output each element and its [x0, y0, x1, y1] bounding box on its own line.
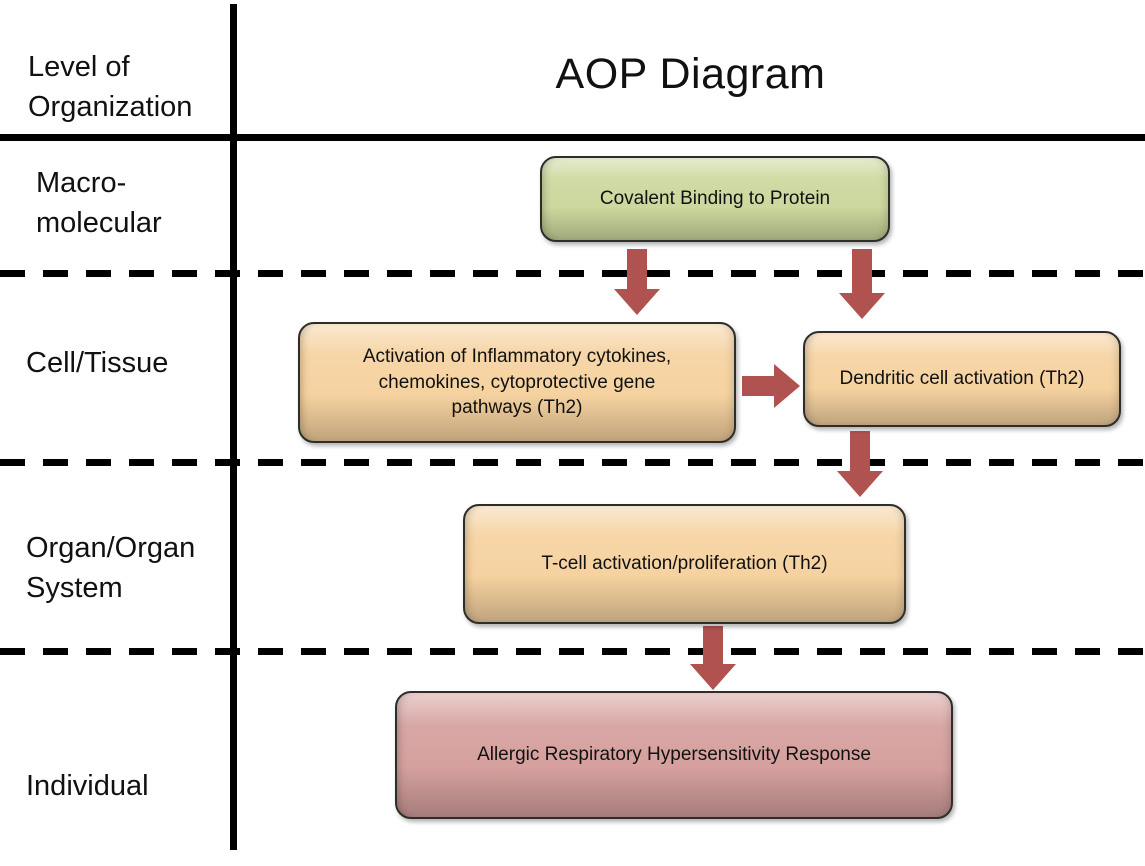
level-column-header: Level of Organization — [28, 51, 193, 124]
level-label-macromolecular: Macro- molecular — [36, 167, 162, 240]
node-inflammatory-cytokines: Activation of Inflammatory cytokines, ch… — [298, 322, 736, 443]
node-dendritic-cell-activation: Dendritic cell activation (Th2) — [803, 331, 1121, 427]
dashed-divider-cell-organ — [0, 459, 1145, 466]
arrow-down-icon — [614, 249, 660, 315]
arrow-down-icon — [839, 249, 885, 319]
vertical-divider — [230, 4, 237, 850]
level-label-organ-system: Organ/Organ System — [26, 532, 196, 605]
page-title: AOP Diagram — [555, 50, 826, 98]
node-covalent-binding: Covalent Binding to Protein — [540, 156, 890, 242]
header-divider — [0, 134, 1145, 141]
level-label-cell-tissue: Cell/Tissue — [26, 347, 169, 379]
dashed-divider-macromolecular-cell — [0, 270, 1145, 277]
node-allergic-response: Allergic Respiratory Hypersensitivity Re… — [395, 691, 953, 819]
arrow-down-icon — [837, 431, 883, 497]
arrow-down-icon — [690, 626, 736, 690]
node-tcell-activation: T-cell activation/proliferation (Th2) — [463, 504, 906, 624]
dashed-divider-organ-individual — [0, 648, 1145, 655]
level-label-individual: Individual — [26, 770, 149, 802]
arrow-right-icon — [742, 364, 800, 408]
